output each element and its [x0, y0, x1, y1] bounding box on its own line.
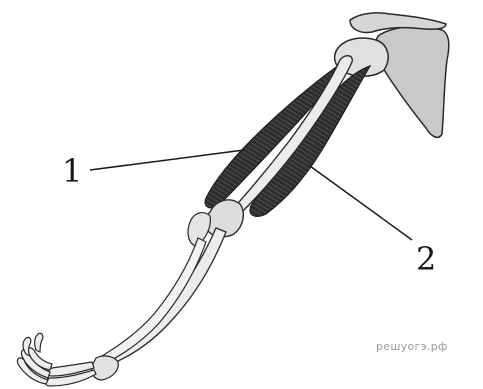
hand-bones	[17, 333, 96, 386]
wrist	[91, 356, 118, 380]
scapula	[375, 27, 448, 138]
leader-line-1	[90, 150, 244, 170]
leader-line-2	[310, 166, 412, 240]
humerus	[232, 56, 353, 216]
watermark: решуогэ.рф	[376, 340, 448, 353]
label-1: 1	[62, 152, 82, 190]
label-2: 2	[416, 240, 436, 278]
ulna	[98, 238, 206, 364]
